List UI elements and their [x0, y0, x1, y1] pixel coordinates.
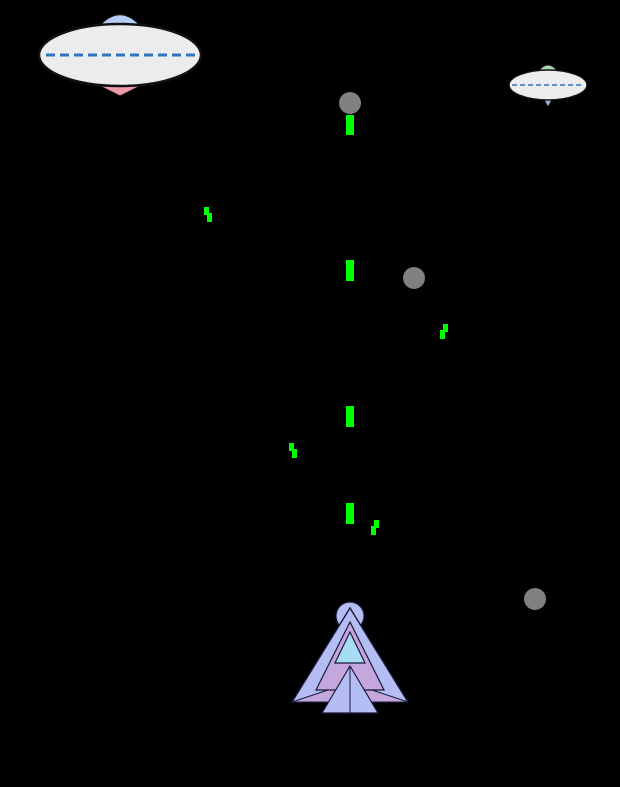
player-laser: [346, 503, 354, 524]
ufo-enemy-large: [37, 13, 203, 97]
enemy-laser: [289, 443, 297, 458]
enemy-laser: [204, 207, 212, 222]
asteroid: [403, 267, 425, 289]
player-laser: [346, 260, 354, 281]
player-laser: [346, 406, 354, 427]
asteroid: [524, 588, 546, 610]
ufo-enemy-small: [508, 64, 588, 108]
player-laser: [346, 115, 354, 135]
cockpit: [334, 630, 366, 664]
enemy-laser: [371, 520, 379, 535]
asteroid: [339, 92, 361, 114]
enemy-laser: [440, 324, 448, 339]
player-spaceship: [290, 601, 410, 714]
